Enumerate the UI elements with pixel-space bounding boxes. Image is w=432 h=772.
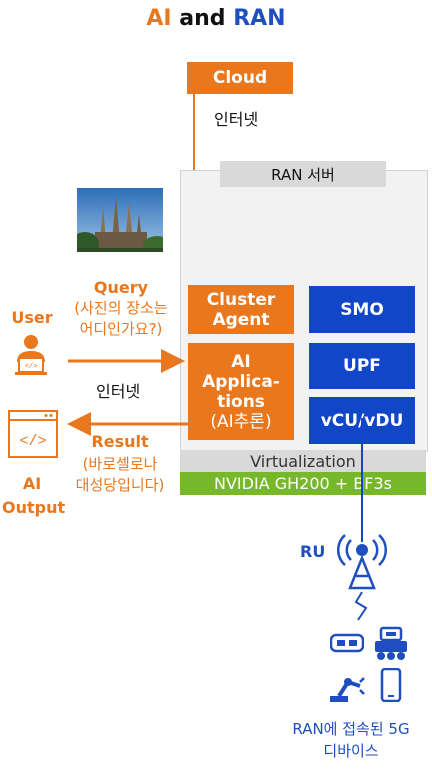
smartphone-icon xyxy=(380,668,402,706)
ai-output-label: AI Output xyxy=(2,472,62,520)
radio-link-zigzag xyxy=(356,592,366,620)
user-laptop-icon: </> xyxy=(12,334,50,380)
robot-vehicle-icon xyxy=(372,626,410,666)
devices-line2: 디바이스 xyxy=(270,740,432,762)
devices-label: RAN에 접속된 5G 디바이스 xyxy=(270,718,432,762)
query-line1: (사진의 장소는 xyxy=(52,298,190,319)
antenna-tower-icon xyxy=(334,532,390,594)
result-line2: 대성당입니다) xyxy=(62,475,178,496)
query-line2: 어디인가요?) xyxy=(52,319,190,340)
query-text: (사진의 장소는 어디인가요?) xyxy=(52,298,190,340)
svg-text:</>: </> xyxy=(25,363,38,371)
ru-label: RU xyxy=(300,542,325,561)
ai-output-line1: AI xyxy=(2,472,62,496)
result-line1: (바로셀로나 xyxy=(62,454,178,475)
robot-arm-icon xyxy=(326,672,366,708)
svg-text:</>: </> xyxy=(19,433,46,450)
devices-line1: RAN에 접속된 5G xyxy=(270,718,432,740)
result-text: (바로셀로나 대성당입니다) xyxy=(62,454,178,496)
internet-label-mid: 인터넷 xyxy=(96,378,140,402)
result-label: Result xyxy=(62,432,178,451)
ai-output-line2: Output xyxy=(2,496,62,520)
code-window-icon: </> xyxy=(8,410,58,462)
query-label: Query xyxy=(52,278,190,297)
vr-headset-icon xyxy=(330,632,364,658)
